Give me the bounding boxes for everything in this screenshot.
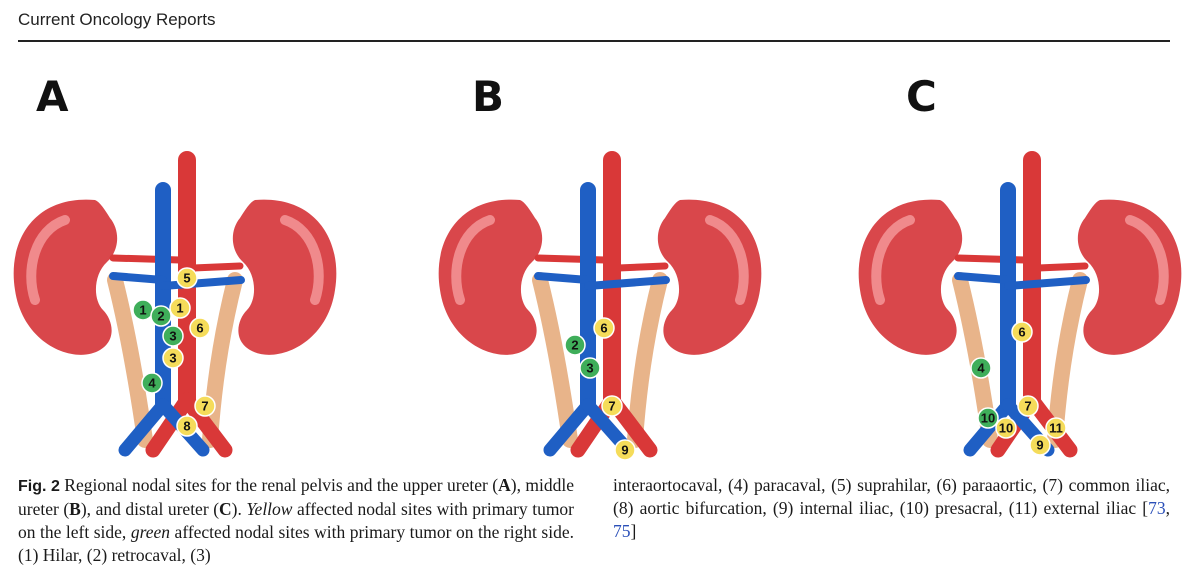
nodal-site-label: 7 <box>201 399 208 414</box>
nodal-site-marker: 4 <box>142 373 162 393</box>
nodal-site-marker: 2 <box>151 306 171 326</box>
nodal-site-label: 9 <box>1036 438 1043 453</box>
nodal-site-marker: 5 <box>177 268 197 288</box>
panel-letter-c: C <box>906 72 937 121</box>
nodal-site-marker: 6 <box>594 318 614 338</box>
nodal-site-marker: 8 <box>177 416 197 436</box>
nodal-site-marker: 4 <box>971 358 991 378</box>
caption-right: interaortocaval, (4) paracaval, (5) supr… <box>613 474 1170 543</box>
nodal-site-label: 6 <box>1018 325 1025 340</box>
nodal-site-label: 7 <box>608 399 615 414</box>
nodal-site-marker: 3 <box>163 326 183 346</box>
nodal-site-marker: 2 <box>565 335 585 355</box>
nodal-site-label: 7 <box>1024 399 1031 414</box>
figure-label: Fig. 2 <box>18 478 60 495</box>
nodal-site-label: 11 <box>1049 421 1063 436</box>
panel-letter-a: A <box>36 72 69 121</box>
nodal-site-label: 6 <box>196 321 203 336</box>
nodal-site-label: 5 <box>183 271 190 286</box>
nodal-site-marker: 9 <box>615 440 635 460</box>
nodal-site-marker: 6 <box>190 318 210 338</box>
nodal-site-marker: 3 <box>580 358 600 378</box>
nodal-site-marker: 9 <box>1030 435 1050 455</box>
nodal-site-marker: 10 <box>978 408 998 428</box>
reference-link-75[interactable]: 75 <box>613 521 631 541</box>
nodal-site-label: 4 <box>148 376 156 391</box>
nodal-site-label: 1 <box>139 303 146 318</box>
nodal-site-marker: 7 <box>1018 396 1038 416</box>
anatomy-panel-b <box>439 160 762 450</box>
nodal-site-label: 1 <box>176 301 183 316</box>
nodal-site-label: 3 <box>586 361 593 376</box>
nodal-site-label: 4 <box>977 361 985 376</box>
nodal-site-label: 8 <box>183 419 190 434</box>
reference-link-73[interactable]: 73 <box>1148 498 1166 518</box>
nodal-site-marker: 7 <box>195 396 215 416</box>
nodal-site-marker: 1 <box>170 298 190 318</box>
nodal-site-label: 10 <box>981 411 995 426</box>
nodal-site-marker: 11 <box>1046 418 1066 438</box>
nodal-site-label: 6 <box>600 321 607 336</box>
header-rule <box>18 40 1170 42</box>
nodal-site-marker: 6 <box>1012 322 1032 342</box>
nodal-site-marker: 1 <box>133 300 153 320</box>
nodal-site-label: 10 <box>999 421 1013 436</box>
nodal-site-marker: 10 <box>996 418 1016 438</box>
caption-left: Fig. 2 Regional nodal sites for the rena… <box>18 474 574 567</box>
nodal-site-marker: 3 <box>163 348 183 368</box>
nodal-site-label: 2 <box>157 309 164 324</box>
panel-letter-b: B <box>472 72 504 121</box>
nodal-site-label: 9 <box>621 443 628 458</box>
nodal-site-label: 3 <box>169 329 176 344</box>
nodal-site-marker: 7 <box>602 396 622 416</box>
journal-header: Current Oncology Reports <box>18 10 215 30</box>
nodal-site-label: 2 <box>571 338 578 353</box>
nodal-site-label: 3 <box>169 351 176 366</box>
